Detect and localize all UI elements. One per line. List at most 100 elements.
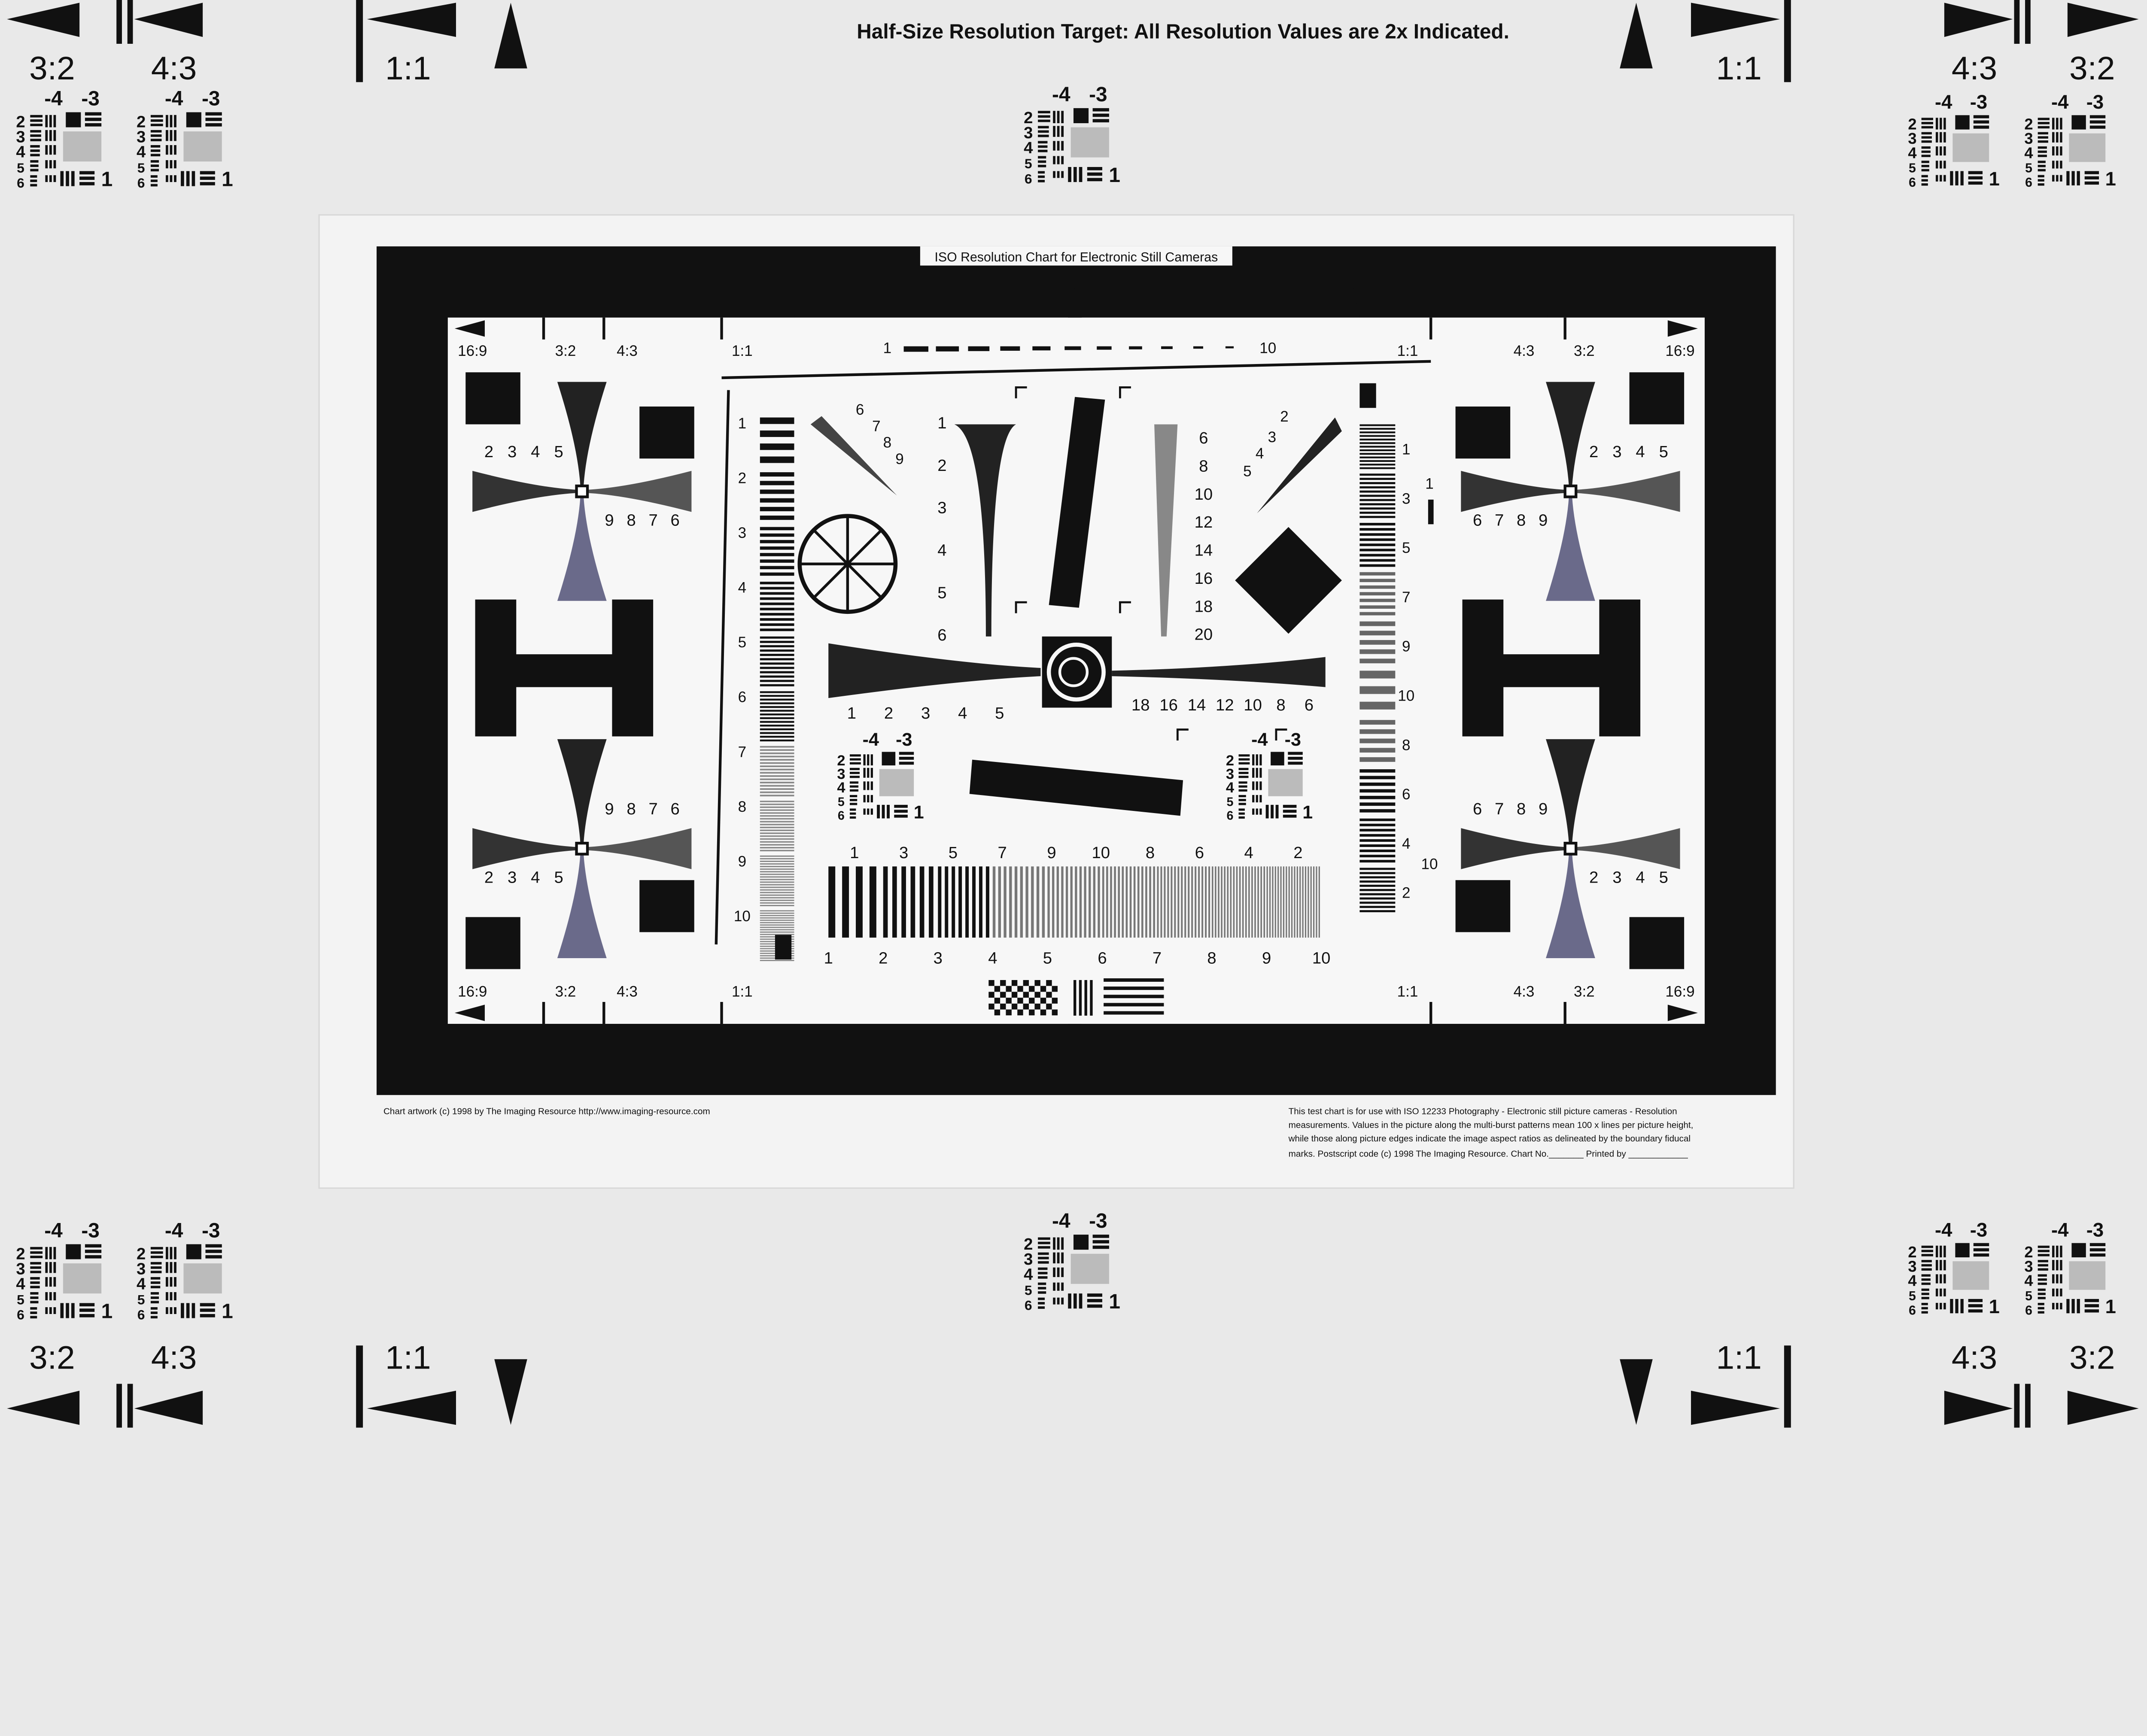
star-arm-left [472,470,582,512]
bar-group [1288,752,1303,755]
burst-line [1359,621,1396,626]
bar-group [150,175,158,178]
burst-line [1359,585,1396,589]
burst-line [1359,486,1396,489]
bar-group [1921,1278,1931,1281]
burst-line [760,838,794,840]
bar-group [1053,111,1055,123]
burst-line [1359,860,1396,863]
bar-group [1921,1245,1933,1248]
bar-group [30,154,40,157]
bar-group [1252,808,1255,815]
arrow-left-marker [134,1390,203,1425]
mini-row-label: 4 [1226,780,1234,796]
bar-group [1950,1299,1953,1314]
bar-group [150,160,159,163]
bar-group [30,1271,41,1273]
bar-group [849,799,858,801]
bar-group [2056,1260,2059,1271]
bar-group [1968,171,1983,174]
bar-group [174,1307,176,1314]
scale-label: 5 [1659,443,1668,461]
burst-line [1359,884,1396,887]
mini-label: -3 [202,1219,220,1242]
horizontal-wedge-right [1112,657,1326,687]
bar-group [867,781,870,790]
mini-row-label: 5 [1025,1282,1032,1298]
bar-group [1943,1303,1946,1310]
right-vertical-burst [1359,424,1396,913]
mini-label: -4 [1052,1210,1070,1232]
square-block [639,406,694,459]
star-arm-left [472,828,582,869]
checker-cell [1023,980,1029,986]
arrow-left-marker [7,3,80,37]
scale-label: 5 [995,704,1004,722]
burst-line [1133,866,1136,938]
bar-group [1038,1272,1048,1275]
mini-row-label: 6 [137,175,145,191]
bar-group [1955,171,1958,185]
slanted-bar-vertical [1049,397,1105,608]
burst-line [760,765,794,767]
bar-group [894,804,908,808]
bar-group [1238,816,1245,819]
bar-group [870,754,873,766]
mini-label: 1 [1109,164,1120,187]
star-center [1563,841,1578,856]
bar-group [1038,1267,1048,1270]
dash-scale-segment [1000,346,1020,351]
bar-group [30,119,43,122]
burst-line [1359,424,1396,426]
bar-group [1061,1297,1064,1305]
aspect-label: 3:2 [555,343,576,359]
burst-line [1359,449,1396,451]
burst-line [1205,866,1207,938]
bar-group [2038,1245,2050,1248]
mini-row-label: 2 [16,113,25,131]
bar-group [30,139,41,142]
burst-line [945,866,949,938]
mini-row-label: 4 [137,1275,146,1293]
aspect-label: 3:2 [555,983,576,1000]
star-arm-bottom [1546,848,1595,958]
scale-label: 3 [934,949,943,968]
mini-row-label: 6 [2025,1303,2032,1317]
star-arm-right [1570,828,1680,869]
bar-group [1921,169,1929,172]
bar-group [85,1255,102,1259]
burst-line [760,739,794,742]
mini-row-label: 5 [137,160,145,176]
scale-label: 7 [1495,511,1504,529]
checker-cell [1011,1003,1018,1010]
scale-label: 7 [1153,949,1162,968]
burst-line [760,804,794,805]
burst-line [760,884,794,886]
arrow-right-marker [2067,1390,2139,1425]
burst-line [1257,866,1259,938]
burst-line [760,572,794,576]
burst-line [760,844,794,846]
mini-label: -4 [1935,91,1952,113]
burst-line [1359,880,1396,883]
bar-group [165,1277,168,1287]
bar-group [30,134,41,137]
scale-label: 2 [484,443,493,461]
bar-group [2038,1254,2050,1256]
burst-line [1145,866,1147,938]
burst-line [1221,866,1223,938]
scale-label: 16 [1159,696,1178,714]
bar-group [849,768,860,770]
fiducial-bar [602,317,605,340]
burst-line [1359,528,1396,531]
bar-group [165,1307,168,1314]
bar-group [1057,1282,1060,1291]
scale-label: 10 [1421,856,1438,873]
burst-line [1201,866,1204,938]
checker-cell [1046,980,1052,986]
bar-group [1038,175,1045,178]
bar-group [45,1277,48,1287]
checker-cell [1029,986,1035,992]
star-arm-top [1546,382,1595,492]
